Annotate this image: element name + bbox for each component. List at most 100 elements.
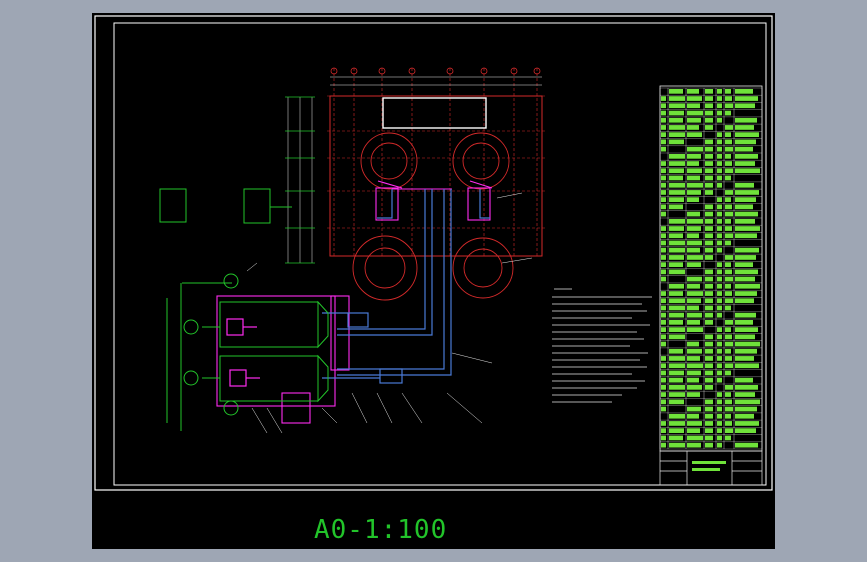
legend-cell-text <box>687 385 702 390</box>
axis-bubbles <box>330 67 541 75</box>
legend-cell-text <box>725 204 732 210</box>
legend-cell-text <box>661 125 666 130</box>
legend-cell-text <box>735 117 757 123</box>
legend-cell-text <box>669 298 685 304</box>
legend-cell-text <box>735 219 755 224</box>
legend-cell-text <box>661 428 666 433</box>
legend-cell-text <box>735 385 758 390</box>
legend-cell-text <box>717 392 722 397</box>
legend-cell-text <box>687 161 699 166</box>
legend-cell-text <box>735 406 757 412</box>
legend-cell-text <box>669 190 685 195</box>
legend-cell-text <box>669 182 685 188</box>
legend-cell-text <box>661 182 666 188</box>
legend-cell-text <box>705 204 713 210</box>
legend-cell-text <box>669 320 683 325</box>
legend-cell-text <box>735 377 753 383</box>
legend-cell-text <box>725 341 733 347</box>
legend-cell-text <box>735 363 759 369</box>
legend-cell-text <box>687 146 703 152</box>
building-outline <box>329 95 543 257</box>
legend-cell-text <box>705 341 713 347</box>
legend-cell-text <box>669 334 685 340</box>
legend-cell-text <box>717 406 722 412</box>
legend-cell-text <box>705 305 713 311</box>
legend-cell-text <box>735 182 754 188</box>
legend-cell-text <box>661 356 666 361</box>
legend-cell-text <box>669 370 684 376</box>
legend-cell-text <box>669 413 685 419</box>
legend-cell-text <box>725 435 731 441</box>
legend-cell-text <box>669 89 683 94</box>
legend-cell-text <box>735 291 757 296</box>
legend-cell-text <box>705 255 713 260</box>
legend-cell-text <box>717 182 722 188</box>
legend-cell-text <box>669 392 685 397</box>
legend-cell-text <box>669 226 684 231</box>
title-block-fill <box>692 461 726 471</box>
legend-cell-text <box>669 247 685 253</box>
legend-cell-text <box>725 240 731 246</box>
notes-block <box>552 288 652 403</box>
legend-cell-text <box>717 211 722 217</box>
legend-cell-text <box>717 226 722 231</box>
legend-cell-text <box>725 175 731 181</box>
legend-cell-text <box>669 110 684 116</box>
legend-cell-text <box>661 161 666 166</box>
legend-cell-text <box>717 197 722 202</box>
legend-cell-text <box>687 327 703 332</box>
filter-pipes <box>226 318 260 387</box>
legend-cell-text <box>717 146 722 152</box>
legend-cell-text <box>705 190 713 195</box>
legend-cell-text <box>705 291 713 296</box>
legend-cell-text <box>705 211 713 217</box>
legend-cell-text <box>717 154 722 159</box>
ducts <box>322 189 490 384</box>
legend-cell-text <box>687 226 701 231</box>
legend-cell-text <box>717 442 722 448</box>
legend-cell-text <box>669 125 685 130</box>
legend-cell-text <box>725 197 731 202</box>
legend-cell-text <box>705 168 713 174</box>
legend-cell-text <box>717 132 722 137</box>
legend-cell-text <box>705 146 713 152</box>
legend-cell-text <box>735 269 758 275</box>
legend-cell-text <box>717 204 722 210</box>
legend-cell-text <box>735 211 758 217</box>
legend-cell-text <box>735 327 758 332</box>
legend-cell-text <box>661 320 666 325</box>
legend-cell-text <box>705 399 713 405</box>
legend-cell-text <box>705 406 713 412</box>
legend-cell-text <box>717 334 722 340</box>
legend-cell-text <box>705 89 713 94</box>
legend-cell-text <box>669 139 684 145</box>
legend-cell-text <box>687 240 702 246</box>
legend-cell-text <box>725 132 731 137</box>
legend-cell-text <box>669 421 685 426</box>
legend-cell-text <box>661 392 666 397</box>
legend-cell-text <box>669 312 684 318</box>
legend-cell-text <box>661 175 666 181</box>
legend-cell-text <box>705 175 713 181</box>
legend-cell-text <box>687 291 703 296</box>
legend-cell-text <box>669 305 685 311</box>
legend-cell-text <box>661 276 666 282</box>
legend-cell-text <box>717 348 722 354</box>
legend-cell-text <box>735 168 760 174</box>
legend-cell-text <box>725 327 731 332</box>
legend-cell-text <box>705 435 713 441</box>
legend-cell-text <box>687 233 699 239</box>
legend-cell-text <box>725 334 732 340</box>
axis-grid <box>327 68 547 258</box>
legend-cell-text <box>687 356 700 361</box>
legend-cell-text <box>717 428 722 433</box>
legend-cell-text <box>661 233 666 239</box>
legend-cell-text <box>661 168 666 174</box>
legend-cell-text <box>717 377 722 383</box>
legend-cell-text <box>661 103 666 109</box>
legend-cell-text <box>705 385 713 390</box>
legend-cell-text <box>669 348 683 354</box>
legend-cell-text <box>669 399 684 405</box>
legend-cell-text <box>687 117 701 123</box>
legend-cell-text <box>687 154 701 159</box>
